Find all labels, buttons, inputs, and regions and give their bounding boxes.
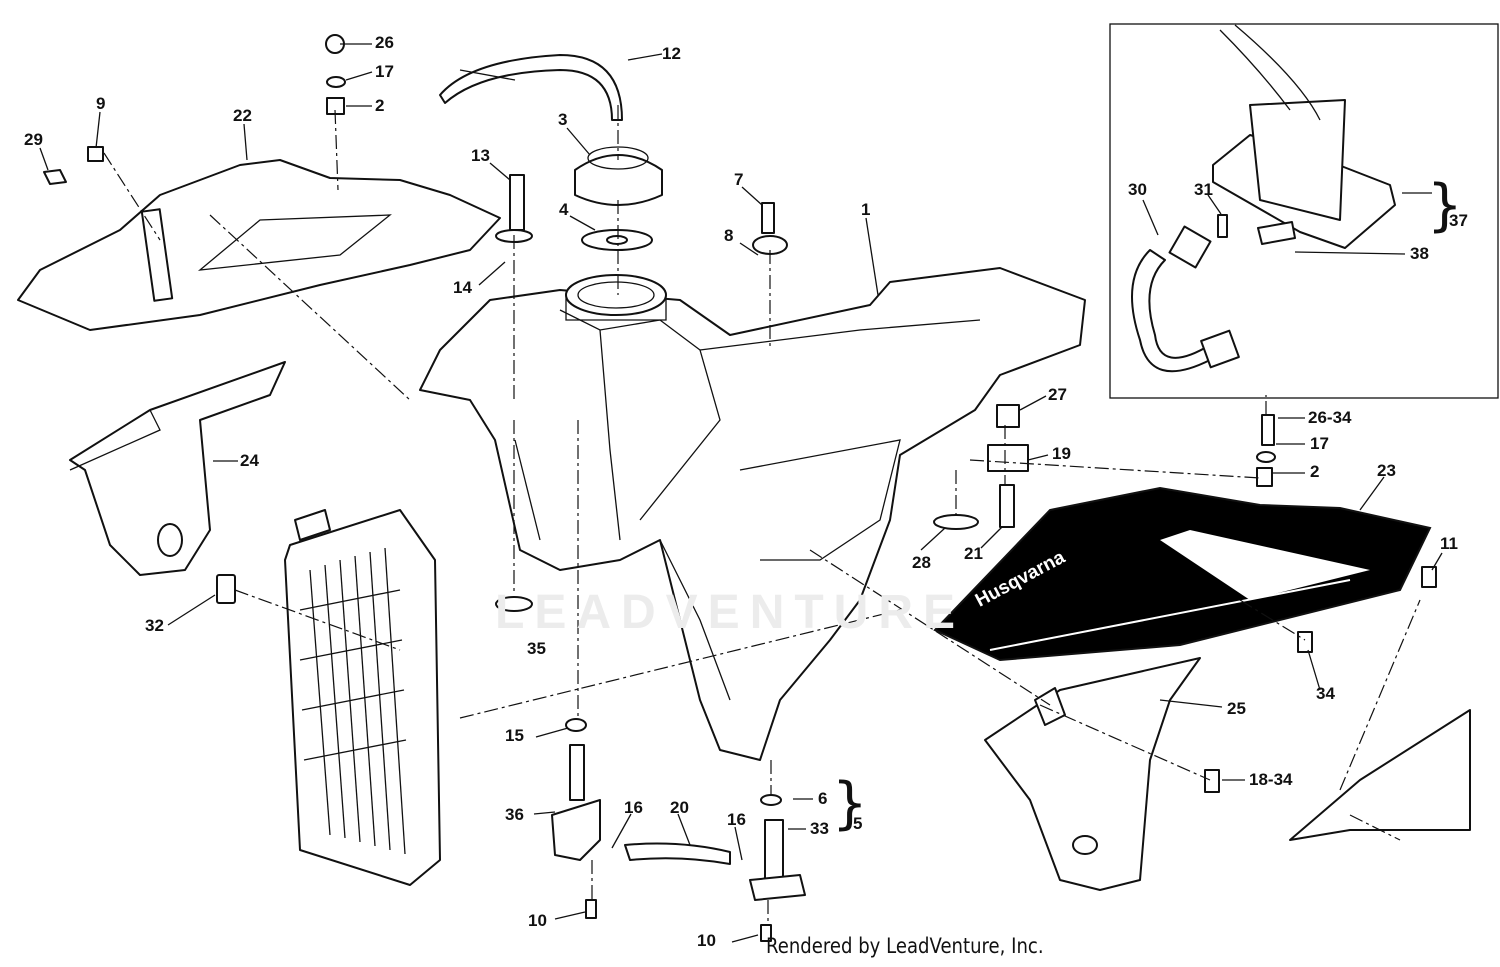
callout-3: 3	[558, 110, 568, 129]
callout-19: 19	[1052, 444, 1071, 463]
callout-10-left: 10	[528, 911, 547, 930]
callout-26: 26	[375, 33, 394, 52]
right-side-panel	[984, 657, 1201, 891]
vent-hose	[439, 54, 623, 121]
fuel-line	[624, 842, 731, 865]
callout-35: 35	[527, 639, 546, 658]
left-side-panel	[69, 361, 286, 576]
callout-2-right: 2	[1310, 462, 1320, 481]
callout-6: 6	[818, 789, 828, 808]
callout-10-right: 10	[697, 931, 716, 950]
callout-16-right: 16	[727, 810, 746, 829]
callout-15: 15	[505, 726, 524, 745]
callout-31: 31	[1194, 180, 1213, 199]
callout-29: 29	[24, 130, 43, 149]
callout-14: 14	[453, 278, 472, 297]
callout-12: 12	[662, 44, 681, 63]
callout-22: 22	[233, 106, 252, 125]
callout-36: 36	[505, 805, 524, 824]
footer-credit: Rendered by LeadVenture, Inc.	[766, 934, 1044, 958]
callout-28: 28	[912, 553, 931, 572]
callout-16-left: 16	[624, 798, 643, 817]
callout-32: 32	[145, 616, 164, 635]
callout-20: 20	[670, 798, 689, 817]
callout-8: 8	[724, 226, 734, 245]
inset-frame	[1109, 23, 1499, 399]
callout-7: 7	[734, 170, 744, 189]
fuel-cap	[574, 154, 663, 206]
callout-2: 2	[375, 96, 385, 115]
callout-13: 13	[471, 146, 490, 165]
callout-9: 9	[96, 94, 106, 113]
callout-5: 5	[853, 814, 863, 833]
callout-27: 27	[1048, 385, 1067, 404]
callout-37: 37	[1449, 211, 1468, 230]
callout-18-34: 18-34	[1249, 770, 1293, 789]
fuel-tank	[419, 267, 1086, 761]
brace-5: }	[832, 771, 868, 836]
callout-33: 33	[810, 819, 829, 838]
callout-38: 38	[1410, 244, 1429, 263]
right-shroud	[933, 486, 1432, 662]
callout-23: 23	[1377, 461, 1396, 480]
callout-4: 4	[559, 200, 569, 219]
callout-17: 17	[375, 62, 394, 81]
left-shroud-bracket	[17, 159, 501, 331]
callout-25: 25	[1227, 699, 1246, 718]
callout-1: 1	[861, 200, 871, 219]
watermark: LEADVENTURE	[495, 586, 966, 639]
callout-30: 30	[1128, 180, 1147, 199]
callout-11: 11	[1440, 534, 1458, 553]
callout-26-34: 26-34	[1308, 408, 1352, 427]
callout-17-right: 17	[1310, 434, 1329, 453]
callout-21: 21	[964, 544, 983, 563]
brace-37: }	[1427, 173, 1463, 238]
fuel-valve	[551, 799, 601, 861]
callout-24: 24	[240, 451, 259, 470]
callout-34: 34	[1316, 684, 1335, 703]
